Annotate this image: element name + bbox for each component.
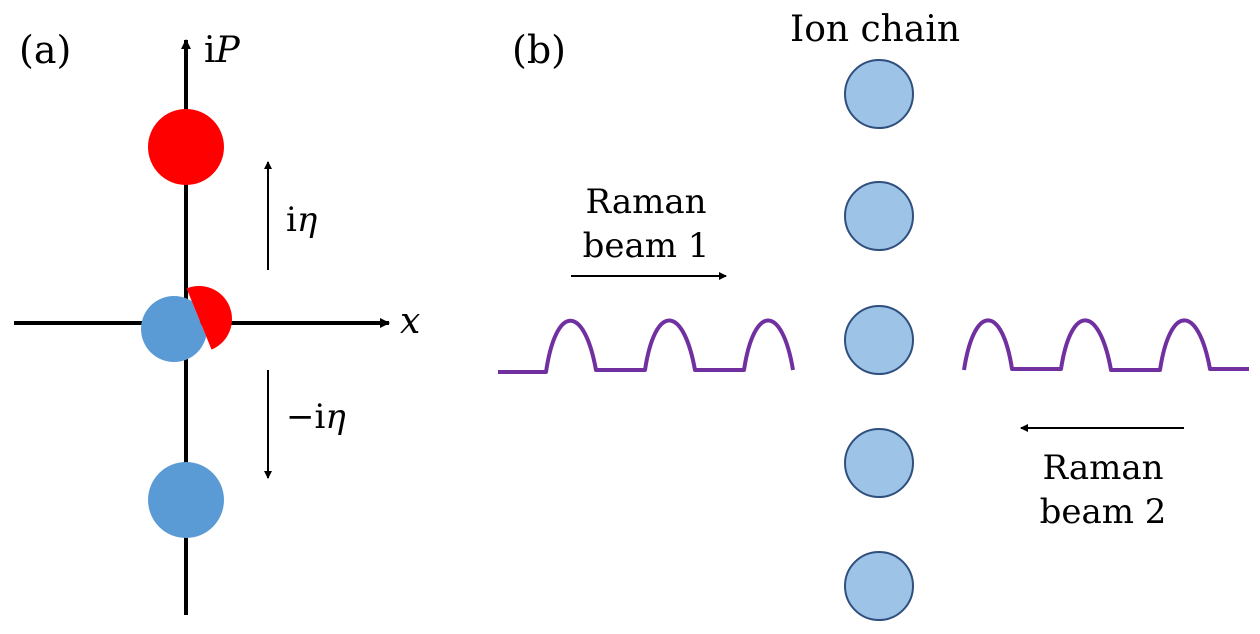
ion-chain	[844, 59, 914, 621]
ion-chain-title: Ion chain	[790, 9, 961, 50]
beam1-line1: Raman	[585, 182, 707, 222]
blue-state-center	[141, 296, 207, 362]
beam2-line1: Raman	[1042, 448, 1164, 488]
down-arrow-symbol: η	[325, 397, 346, 437]
ion	[844, 551, 914, 621]
right-pulse-train	[962, 318, 1249, 372]
beam2-label: Raman beam 2	[1013, 446, 1193, 534]
up-arrow-symbol: η	[296, 200, 318, 240]
y-axis-prefix: i	[204, 30, 216, 71]
red-state-top	[148, 109, 224, 185]
down-arrow-prefix: −i	[286, 397, 326, 437]
beam1-line2: beam 1	[582, 226, 710, 266]
panel-b-label: (b)	[512, 28, 566, 72]
beam1-label: Raman beam 1	[556, 180, 736, 268]
left-pulse-train	[498, 318, 795, 374]
ion	[844, 59, 914, 129]
up-arrow-prefix: i	[286, 200, 297, 240]
x-axis-symbol: x	[400, 301, 421, 342]
ion	[844, 181, 914, 251]
x-axis-label: x	[400, 304, 420, 340]
down-arrow-label: −iη	[286, 400, 346, 434]
beam2-line2: beam 2	[1039, 492, 1167, 532]
panel-a-label: (a)	[19, 28, 72, 72]
ion	[844, 305, 914, 375]
ion	[844, 428, 914, 498]
overlapping-states	[141, 286, 232, 362]
blue-state-bottom	[148, 462, 224, 538]
up-arrow-label: iη	[286, 203, 317, 237]
y-axis-symbol: P	[215, 30, 240, 71]
y-axis-label: iP	[204, 33, 240, 69]
